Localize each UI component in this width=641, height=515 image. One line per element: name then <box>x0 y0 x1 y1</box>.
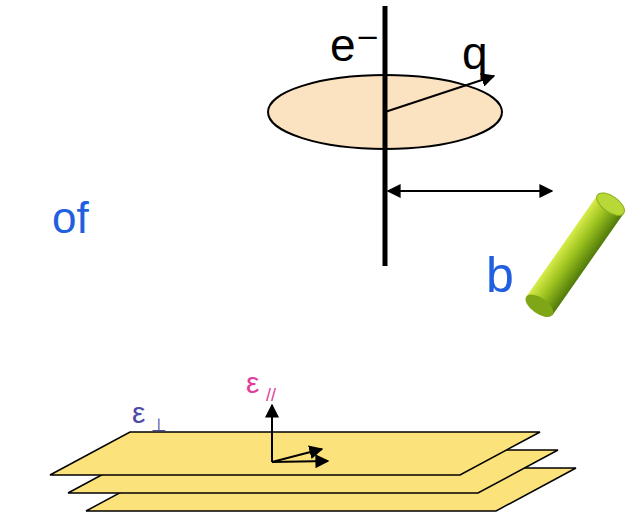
axis-arrow <box>272 449 322 462</box>
b-arrow <box>388 190 552 192</box>
layer <box>50 432 540 475</box>
momentum-label: q <box>462 30 488 76</box>
cylinder <box>522 188 629 321</box>
q-arrow <box>385 76 494 112</box>
axis-arrow <box>272 461 328 462</box>
trajectory <box>383 6 388 266</box>
text-label: of <box>52 196 89 240</box>
subscript: // <box>266 386 276 404</box>
axis-arrow <box>271 405 273 462</box>
subscript: ⊥ <box>151 416 167 434</box>
epsilon-symbol: ε <box>246 368 259 398</box>
epsilon-symbol: ε <box>132 398 145 428</box>
particle-label: e⁻ <box>330 22 380 68</box>
distance-label: b <box>486 250 514 300</box>
